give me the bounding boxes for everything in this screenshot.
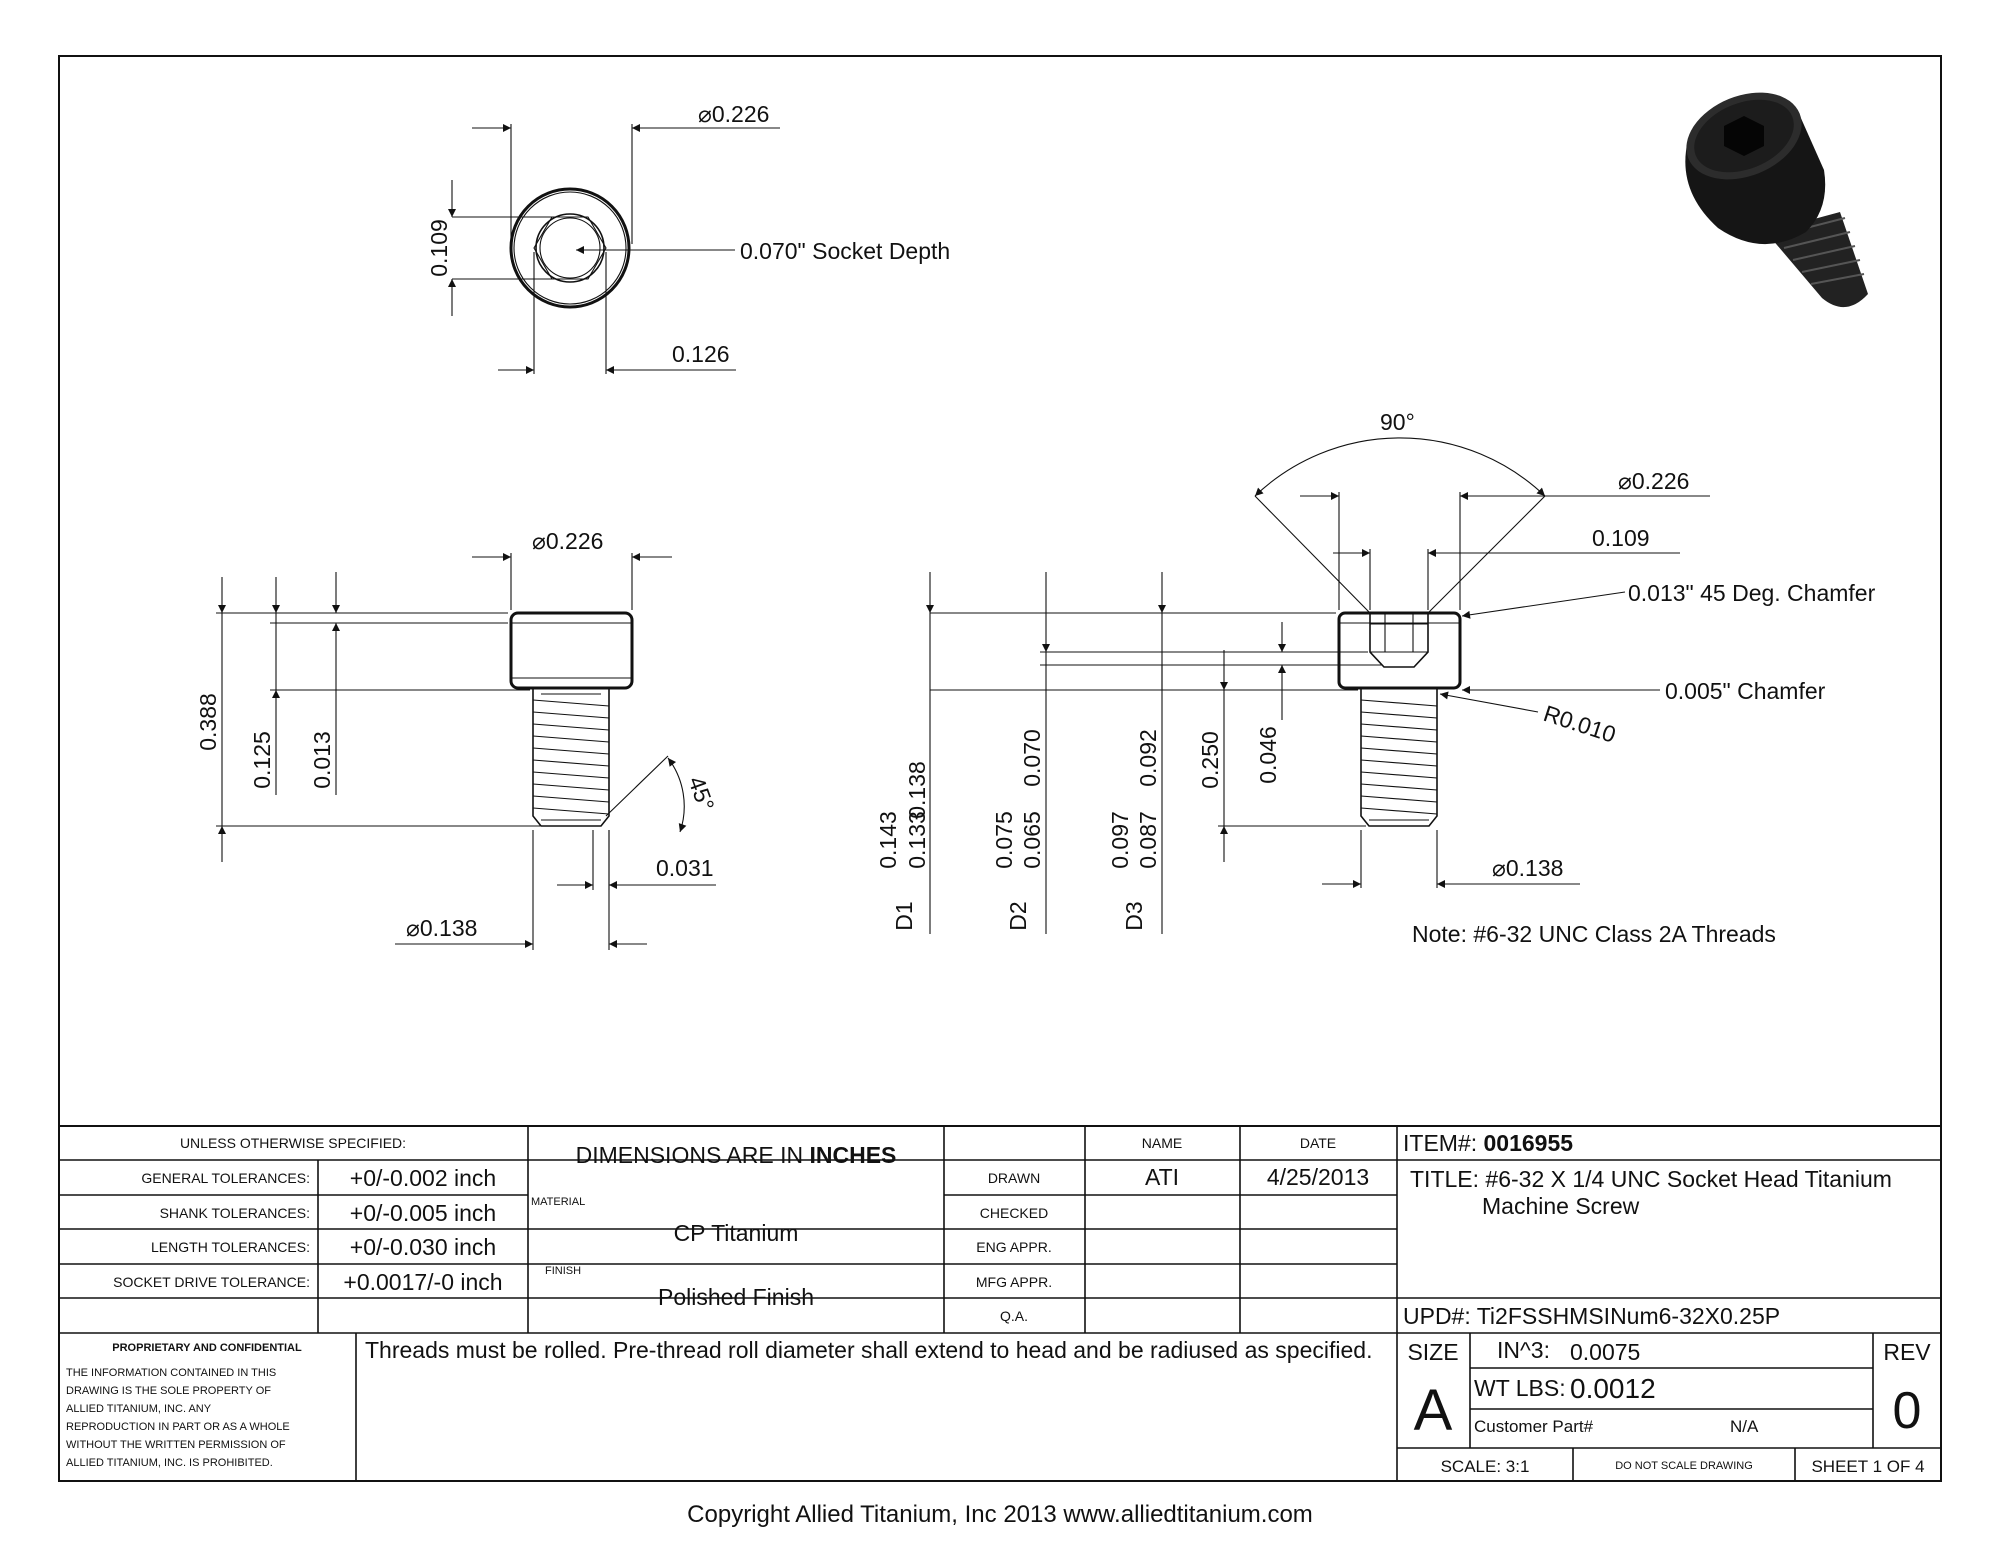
dims-units: DIMENSIONS ARE IN INCHES [576, 1142, 897, 1168]
title-block: UNLESS OTHERWISE SPECIFIED: GENERAL TOLE… [58, 1125, 1942, 1482]
d3-max: 0.097 [1107, 811, 1133, 869]
qa-label: Q.A. [1000, 1308, 1028, 1324]
tol-general-value: +0/-0.002 inch [350, 1165, 496, 1191]
section-view: 90° ⌀0.226 0.109 0.013" 45 Deg. Chamfer … [875, 409, 1876, 947]
unless-label: UNLESS OTHERWISE SPECIFIED: [180, 1135, 406, 1151]
proprietary-line-3: ALLIED TITANIUM, INC. ANY [66, 1403, 212, 1415]
tol-socket-label: SOCKET DRIVE TOLERANCE: [113, 1274, 310, 1290]
d3-v092: 0.092 [1135, 729, 1161, 787]
tol-length-label: LENGTH TOLERANCES: [151, 1239, 310, 1255]
proprietary-line-1: THE INFORMATION CONTAINED IN THIS [66, 1367, 276, 1379]
tol-length-value: +0/-0.030 inch [350, 1234, 496, 1260]
checked-label: CHECKED [980, 1205, 1048, 1221]
end-view: ⌀0.226 0.109 0.070" Socket Depth 0.126 [426, 101, 950, 374]
item-number: ITEM#: 0016955 [1403, 1130, 1573, 1156]
side-length-label: 0.388 [195, 693, 221, 751]
scale-value: SCALE: 3:1 [1441, 1457, 1530, 1476]
date-header: DATE [1300, 1135, 1336, 1151]
upd-number: UPD#: Ti2FSSHMSINum6-32X0.25P [1403, 1303, 1780, 1329]
size-value: A [1414, 1378, 1453, 1443]
end-across-label: 0.126 [672, 341, 730, 367]
end-hex-label: 0.109 [426, 219, 452, 277]
proprietary-title: PROPRIETARY AND CONFIDENTIAL [112, 1342, 302, 1354]
in3-value: 0.0075 [1570, 1339, 1640, 1365]
d1-label: D1 [891, 901, 917, 930]
socket-depth-label: 0.070" Socket Depth [740, 238, 950, 264]
sheet-border [58, 55, 1942, 1482]
d2-min: 0.065 [1019, 811, 1045, 869]
d2-label: D2 [1005, 901, 1031, 930]
section-hex-label: 0.109 [1592, 525, 1650, 551]
d1-min: 0.133 [904, 811, 930, 869]
eng-appr-label: ENG APPR. [976, 1239, 1051, 1255]
in3-label: IN^3: [1497, 1337, 1550, 1363]
section-dia-top-label: ⌀0.226 [1618, 468, 1689, 494]
screw-3d-render [1685, 92, 1868, 308]
proprietary-line-2: DRAWING IS THE SOLE PROPERTY OF [66, 1385, 271, 1397]
d1-max: 0.143 [875, 811, 901, 869]
d2-max: 0.075 [991, 811, 1017, 869]
thread-note: Note: #6-32 UNC Class 2A Threads [1412, 921, 1776, 947]
d2-v070: 0.070 [1019, 729, 1045, 787]
side-angle-label: 45° [683, 773, 719, 815]
chamfer1-label: 0.013" 45 Deg. Chamfer [1628, 580, 1876, 606]
tol-shank-label: SHANK TOLERANCES: [160, 1205, 310, 1221]
do-not-scale: DO NOT SCALE DRAWING [1615, 1460, 1753, 1472]
side-dia-bottom-label: ⌀0.138 [406, 915, 477, 941]
sheet-number: SHEET 1 OF 4 [1811, 1457, 1924, 1476]
d3-label: D3 [1121, 901, 1147, 930]
proprietary-line-4: REPRODUCTION IN PART OR AS A WHOLE [66, 1421, 290, 1433]
rev-label: REV [1883, 1339, 1931, 1365]
finish-label: FINISH [545, 1265, 581, 1277]
d3-min: 0.087 [1135, 811, 1161, 869]
d1-v138: 0.138 [904, 761, 930, 819]
section-angle-label: 90° [1380, 409, 1415, 435]
general-notes: Threads must be rolled. Pre-thread roll … [365, 1337, 1372, 1363]
title-line1: TITLE: #6-32 X 1/4 UNC Socket Head Titan… [1410, 1166, 1892, 1192]
drawn-name: ATI [1145, 1164, 1179, 1190]
tol-general-label: GENERAL TOLERANCES: [141, 1170, 310, 1186]
radius-label: R0.010 [1540, 700, 1619, 748]
customer-part-value: N/A [1730, 1417, 1759, 1436]
proprietary-line-5: WITHOUT THE WRITTEN PERMISSION OF [66, 1439, 286, 1451]
material-value: CP Titanium [674, 1220, 799, 1246]
title-line2: Machine Screw [1482, 1193, 1640, 1219]
rev-value: 0 [1893, 1382, 1922, 1440]
section-v250: 0.250 [1197, 731, 1223, 789]
tol-socket-value: +0.0017/-0 inch [343, 1269, 502, 1295]
finish-value: Polished Finish [658, 1284, 814, 1310]
mfg-appr-label: MFG APPR. [976, 1274, 1052, 1290]
section-dia-bottom-label: ⌀0.138 [1492, 855, 1563, 881]
size-label: SIZE [1407, 1339, 1458, 1365]
tol-shank-value: +0/-0.005 inch [350, 1200, 496, 1226]
wt-label: WT LBS: [1474, 1375, 1566, 1401]
chamfer2-label: 0.005" Chamfer [1665, 678, 1826, 704]
side-fillet-label: 0.013 [309, 731, 335, 789]
drawn-date: 4/25/2013 [1267, 1164, 1369, 1190]
customer-part-label: Customer Part# [1474, 1417, 1594, 1436]
side-dia-top-label: ⌀0.226 [532, 528, 603, 554]
wt-value: 0.0012 [1570, 1373, 1656, 1404]
name-header: NAME [1142, 1135, 1182, 1151]
side-tip-label: 0.031 [656, 855, 714, 881]
copyright: Copyright Allied Titanium, Inc 2013 www.… [687, 1501, 1313, 1528]
material-label: MATERIAL [531, 1196, 585, 1208]
drawn-label: DRAWN [988, 1170, 1040, 1186]
side-view: ⌀0.226 0.388 0.125 0.013 45° 0.031 [195, 528, 720, 950]
side-head-label: 0.125 [249, 731, 275, 789]
section-v046: 0.046 [1255, 726, 1281, 784]
end-dia-label: ⌀0.226 [698, 101, 769, 127]
proprietary-line-6: ALLIED TITANIUM, INC. IS PROHIBITED. [66, 1457, 273, 1469]
